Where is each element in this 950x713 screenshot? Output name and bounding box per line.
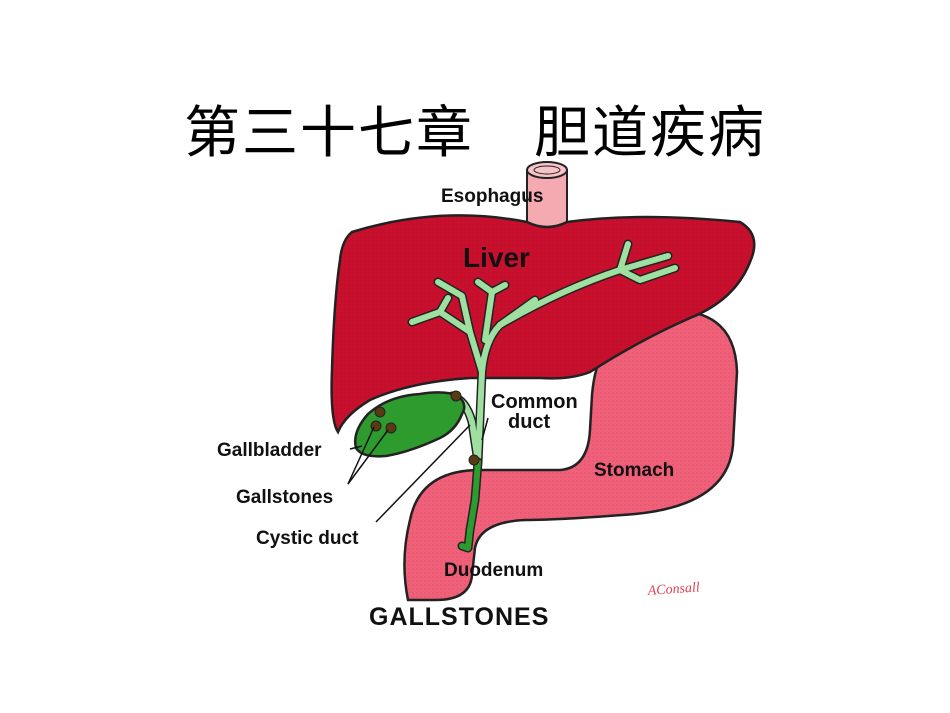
label-cystic-duct: Cystic duct xyxy=(256,528,359,549)
leader-lines xyxy=(347,417,489,523)
label-gallstones: Gallstones xyxy=(236,487,333,508)
chapter-number: 第三十七章 xyxy=(184,101,474,166)
esophagus xyxy=(526,161,568,237)
artist-signature: AConsall xyxy=(646,580,700,599)
label-stomach: Stomach xyxy=(594,460,674,481)
label-common-duct-line1: Common xyxy=(491,391,578,413)
slide-title: 第三十七章胆道疾病 xyxy=(0,88,950,169)
liver xyxy=(330,214,756,435)
label-liver: Liver xyxy=(463,242,530,273)
diagram-caption: GALLSTONES xyxy=(369,603,549,631)
chapter-name: 胆道疾病 xyxy=(534,101,766,166)
label-duodenum: Duodenum xyxy=(444,560,543,581)
label-esophagus: Esophagus xyxy=(441,186,543,207)
stomach xyxy=(403,309,739,602)
label-common-duct-line2: duct xyxy=(508,411,551,433)
label-gallbladder: Gallbladder xyxy=(217,440,322,461)
